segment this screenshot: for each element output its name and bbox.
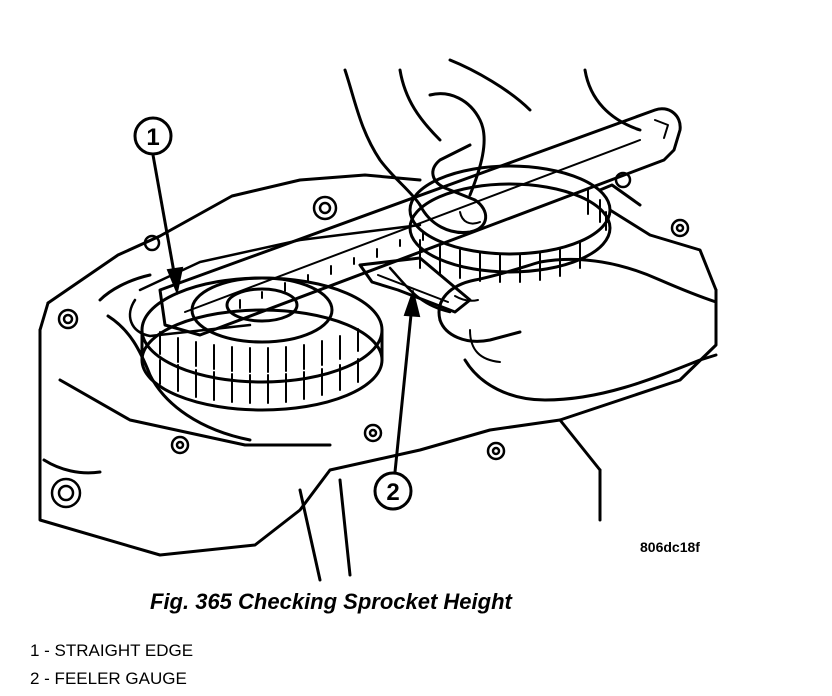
legend: 1 - STRAIGHT EDGE 2 - FEELER GAUGE [30, 637, 193, 693]
callout-2-number: 2 [386, 479, 399, 506]
callout-1: 1 [133, 116, 184, 296]
legend-item-straight-edge: 1 - STRAIGHT EDGE [30, 641, 194, 660]
front-sprocket [140, 276, 384, 412]
callout-1-number: 1 [146, 124, 159, 151]
housing [38, 173, 718, 582]
feeler-gauge [358, 256, 472, 314]
sprocket-height-illustration: 1 2 [38, 58, 718, 582]
figure-code: 806dc18f [640, 539, 700, 555]
straight-edge [158, 107, 682, 337]
lower-hand [437, 257, 718, 402]
legend-item-feeler-gauge: 2 - FEELER GAUGE [30, 669, 187, 688]
figure-caption: Fig. 365 Checking Sprocket Height [150, 589, 512, 614]
upper-hand [343, 58, 642, 235]
bolt-holes [50, 171, 690, 509]
callout-2: 2 [373, 288, 421, 511]
